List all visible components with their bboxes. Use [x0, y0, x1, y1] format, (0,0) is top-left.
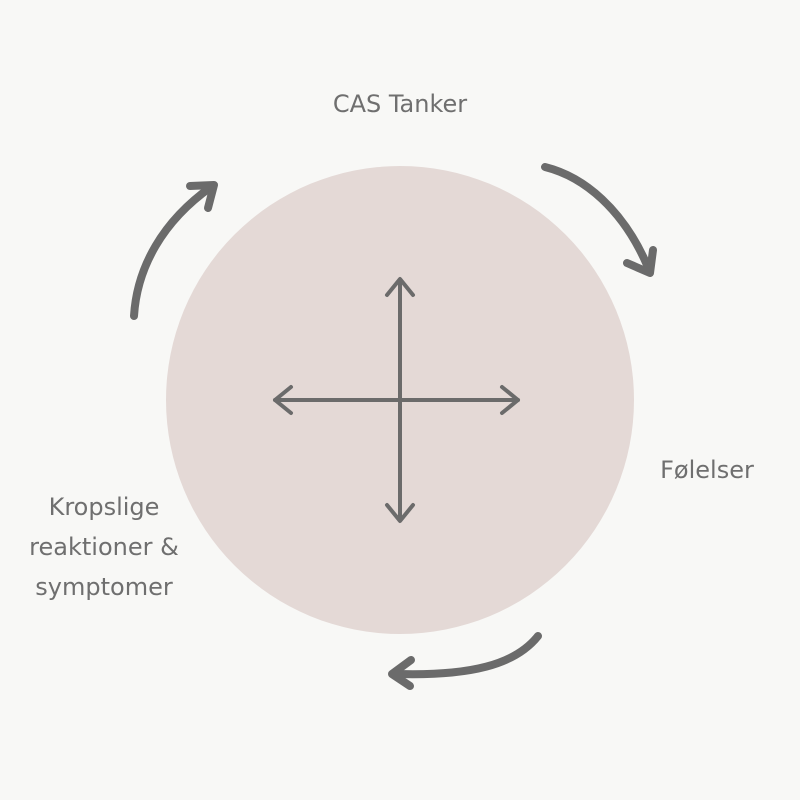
node-kropslige-line-2: reaktioner &: [29, 533, 179, 561]
cycle-arrow-bottom: [388, 632, 542, 690]
node-cas-tanker: CAS Tanker: [332, 90, 468, 118]
cycle-arrow-top-right: [541, 163, 657, 277]
node-kropslige-line-1: Kropslige: [48, 493, 160, 521]
cycle-arrow-left: [130, 181, 218, 320]
four-way-arrow-icon: [273, 277, 520, 523]
node-folelser: Følelser: [660, 456, 754, 484]
node-kropslige-reaktioner: Kropslige reaktioner & symptomer: [0, 487, 208, 607]
node-kropslige-line-3: symptomer: [35, 573, 173, 601]
